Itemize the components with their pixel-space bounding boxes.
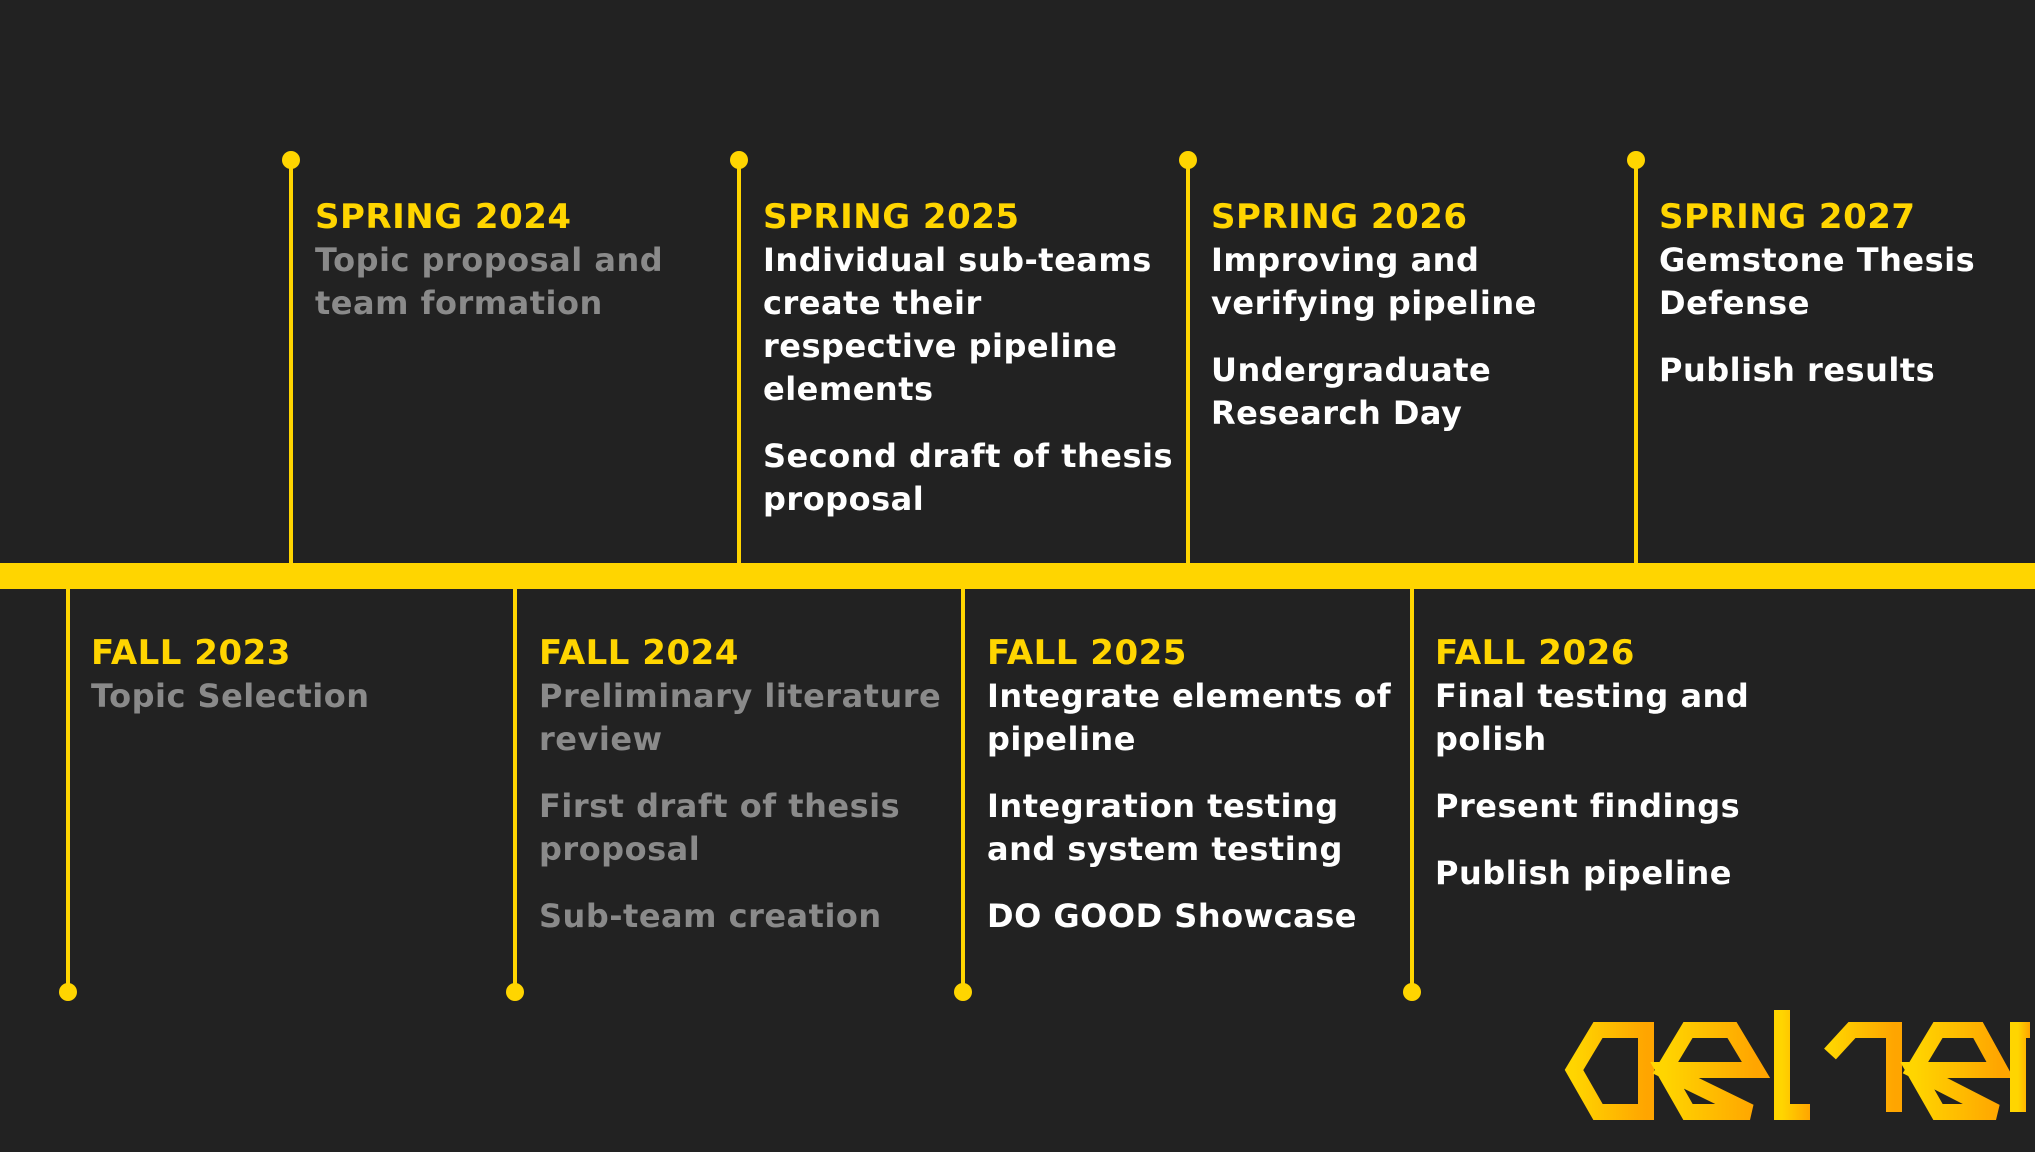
milestone-item: Integration testing and system testing <box>987 787 1343 868</box>
milestone-item: Preliminary literature review <box>539 677 942 758</box>
milestone-term: FALL 2023 <box>91 633 291 673</box>
milestone-stem <box>1634 160 1638 565</box>
milestone-term: FALL 2024 <box>539 633 739 673</box>
milestone-item: DO GOOD Showcase <box>987 897 1357 935</box>
milestone-term: SPRING 2026 <box>1211 197 1468 237</box>
milestone-item: Publish results <box>1659 351 1936 389</box>
milestone-dot <box>1403 983 1421 1001</box>
milestone-term: FALL 2025 <box>987 633 1187 673</box>
milestone-fall-2023: FALL 2023 Topic Selection <box>91 632 511 742</box>
milestone-dot <box>954 983 972 1001</box>
milestone-dot <box>1627 151 1645 169</box>
milestone-item: Undergraduate Research Day <box>1211 351 1492 432</box>
milestone-stem <box>66 587 70 992</box>
milestone-item: Gemstone Thesis Defense <box>1659 241 1976 322</box>
milestone-item: Second draft of thesis proposal <box>763 437 1174 518</box>
milestone-fall-2026: FALL 2026 Final testing and polish Prese… <box>1435 632 1855 919</box>
milestone-item: Individual sub-teams create their respec… <box>763 241 1152 408</box>
milestone-item: First draft of thesis proposal <box>539 787 901 868</box>
milestone-stem <box>961 587 965 992</box>
milestone-term: SPRING 2025 <box>763 197 1020 237</box>
milestone-spring-2026: SPRING 2026 Improving and verifying pipe… <box>1211 196 1631 459</box>
timeline-axis <box>0 563 2035 589</box>
milestone-dot <box>730 151 748 169</box>
milestone-item: Sub-team creation <box>539 897 882 935</box>
milestone-dot <box>506 983 524 1001</box>
milestone-fall-2024: FALL 2024 Preliminary literature review … <box>539 632 959 962</box>
aether-logo <box>1564 1004 2030 1120</box>
milestone-stem <box>289 160 293 565</box>
milestone-item: Topic proposal and team formation <box>315 241 664 322</box>
milestone-item: Final testing and polish <box>1435 677 1750 758</box>
milestone-stem <box>1410 587 1414 992</box>
milestone-stem <box>513 587 517 992</box>
milestone-stem <box>737 160 741 565</box>
milestone-term: SPRING 2027 <box>1659 197 1916 237</box>
milestone-item: Topic Selection <box>91 677 370 715</box>
milestone-item: Present findings <box>1435 787 1741 825</box>
milestone-stem <box>1186 160 1190 565</box>
milestone-dot <box>59 983 77 1001</box>
milestone-dot <box>282 151 300 169</box>
milestone-dot <box>1179 151 1197 169</box>
milestone-item: Integrate elements of pipeline <box>987 677 1392 758</box>
milestone-item: Improving and verifying pipeline <box>1211 241 1537 322</box>
milestone-item: Publish pipeline <box>1435 854 1732 892</box>
milestone-term: SPRING 2024 <box>315 197 572 237</box>
milestone-term: FALL 2026 <box>1435 633 1635 673</box>
milestone-spring-2025: SPRING 2025 Individual sub-teams create … <box>763 196 1183 545</box>
milestone-fall-2025: FALL 2025 Integrate elements of pipeline… <box>987 632 1407 962</box>
milestone-spring-2027: SPRING 2027 Gemstone Thesis Defense Publ… <box>1659 196 1989 416</box>
milestone-spring-2024: SPRING 2024 Topic proposal and team form… <box>315 196 735 349</box>
